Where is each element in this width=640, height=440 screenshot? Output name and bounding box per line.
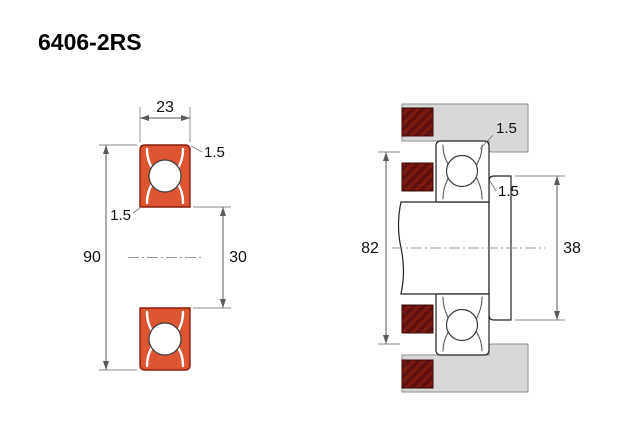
mounting-view: 82 38 1.5 1.5 — [361, 103, 581, 393]
ball-top — [445, 154, 479, 188]
shaft-abutment-dim-label: 38 — [563, 240, 581, 257]
callout-chamfer-inner: 1.5 — [110, 206, 142, 224]
dimension-outer-diameter: 90 — [83, 144, 137, 371]
dimension-housing-abutment: 82 — [361, 151, 400, 345]
ball-top — [148, 159, 182, 193]
housing-fillet-label: 1.5 — [496, 120, 517, 137]
dimension-bore-diameter: 30 — [193, 206, 247, 309]
callout-chamfer-outer: 1.5 — [190, 144, 225, 161]
cross-section-view: 23 90 30 1.5 1.5 — [83, 99, 247, 371]
leader-line — [190, 145, 203, 153]
dimension-shaft-abutment: 38 — [515, 175, 581, 321]
leader-line — [132, 206, 142, 214]
callout-fillet-housing: 1.5 — [479, 120, 517, 150]
leader-line — [489, 180, 497, 192]
housing-abutment-ring-top — [401, 107, 434, 137]
ball-bottom — [148, 322, 182, 356]
shaft-fillet-label: 1.5 — [498, 183, 519, 200]
dimension-width: 23 — [139, 99, 191, 142]
width-dim-label: 23 — [156, 99, 174, 116]
chamfer-inner-label: 1.5 — [110, 207, 131, 224]
bore-diameter-dim-label: 30 — [229, 249, 247, 266]
page-title: 6406-2RS — [38, 29, 142, 55]
shaft-abutment-ring-top — [401, 162, 434, 192]
housing-abutment-dim-label: 82 — [361, 240, 379, 257]
outer-diameter-dim-label: 90 — [83, 249, 101, 266]
ball-bottom — [445, 308, 479, 342]
housing-abutment-ring-bottom — [401, 359, 434, 389]
chamfer-outer-label: 1.5 — [204, 144, 225, 161]
callout-fillet-shaft: 1.5 — [489, 180, 519, 200]
shaft-abutment-ring-bottom — [401, 304, 434, 334]
leader-line — [479, 134, 494, 150]
